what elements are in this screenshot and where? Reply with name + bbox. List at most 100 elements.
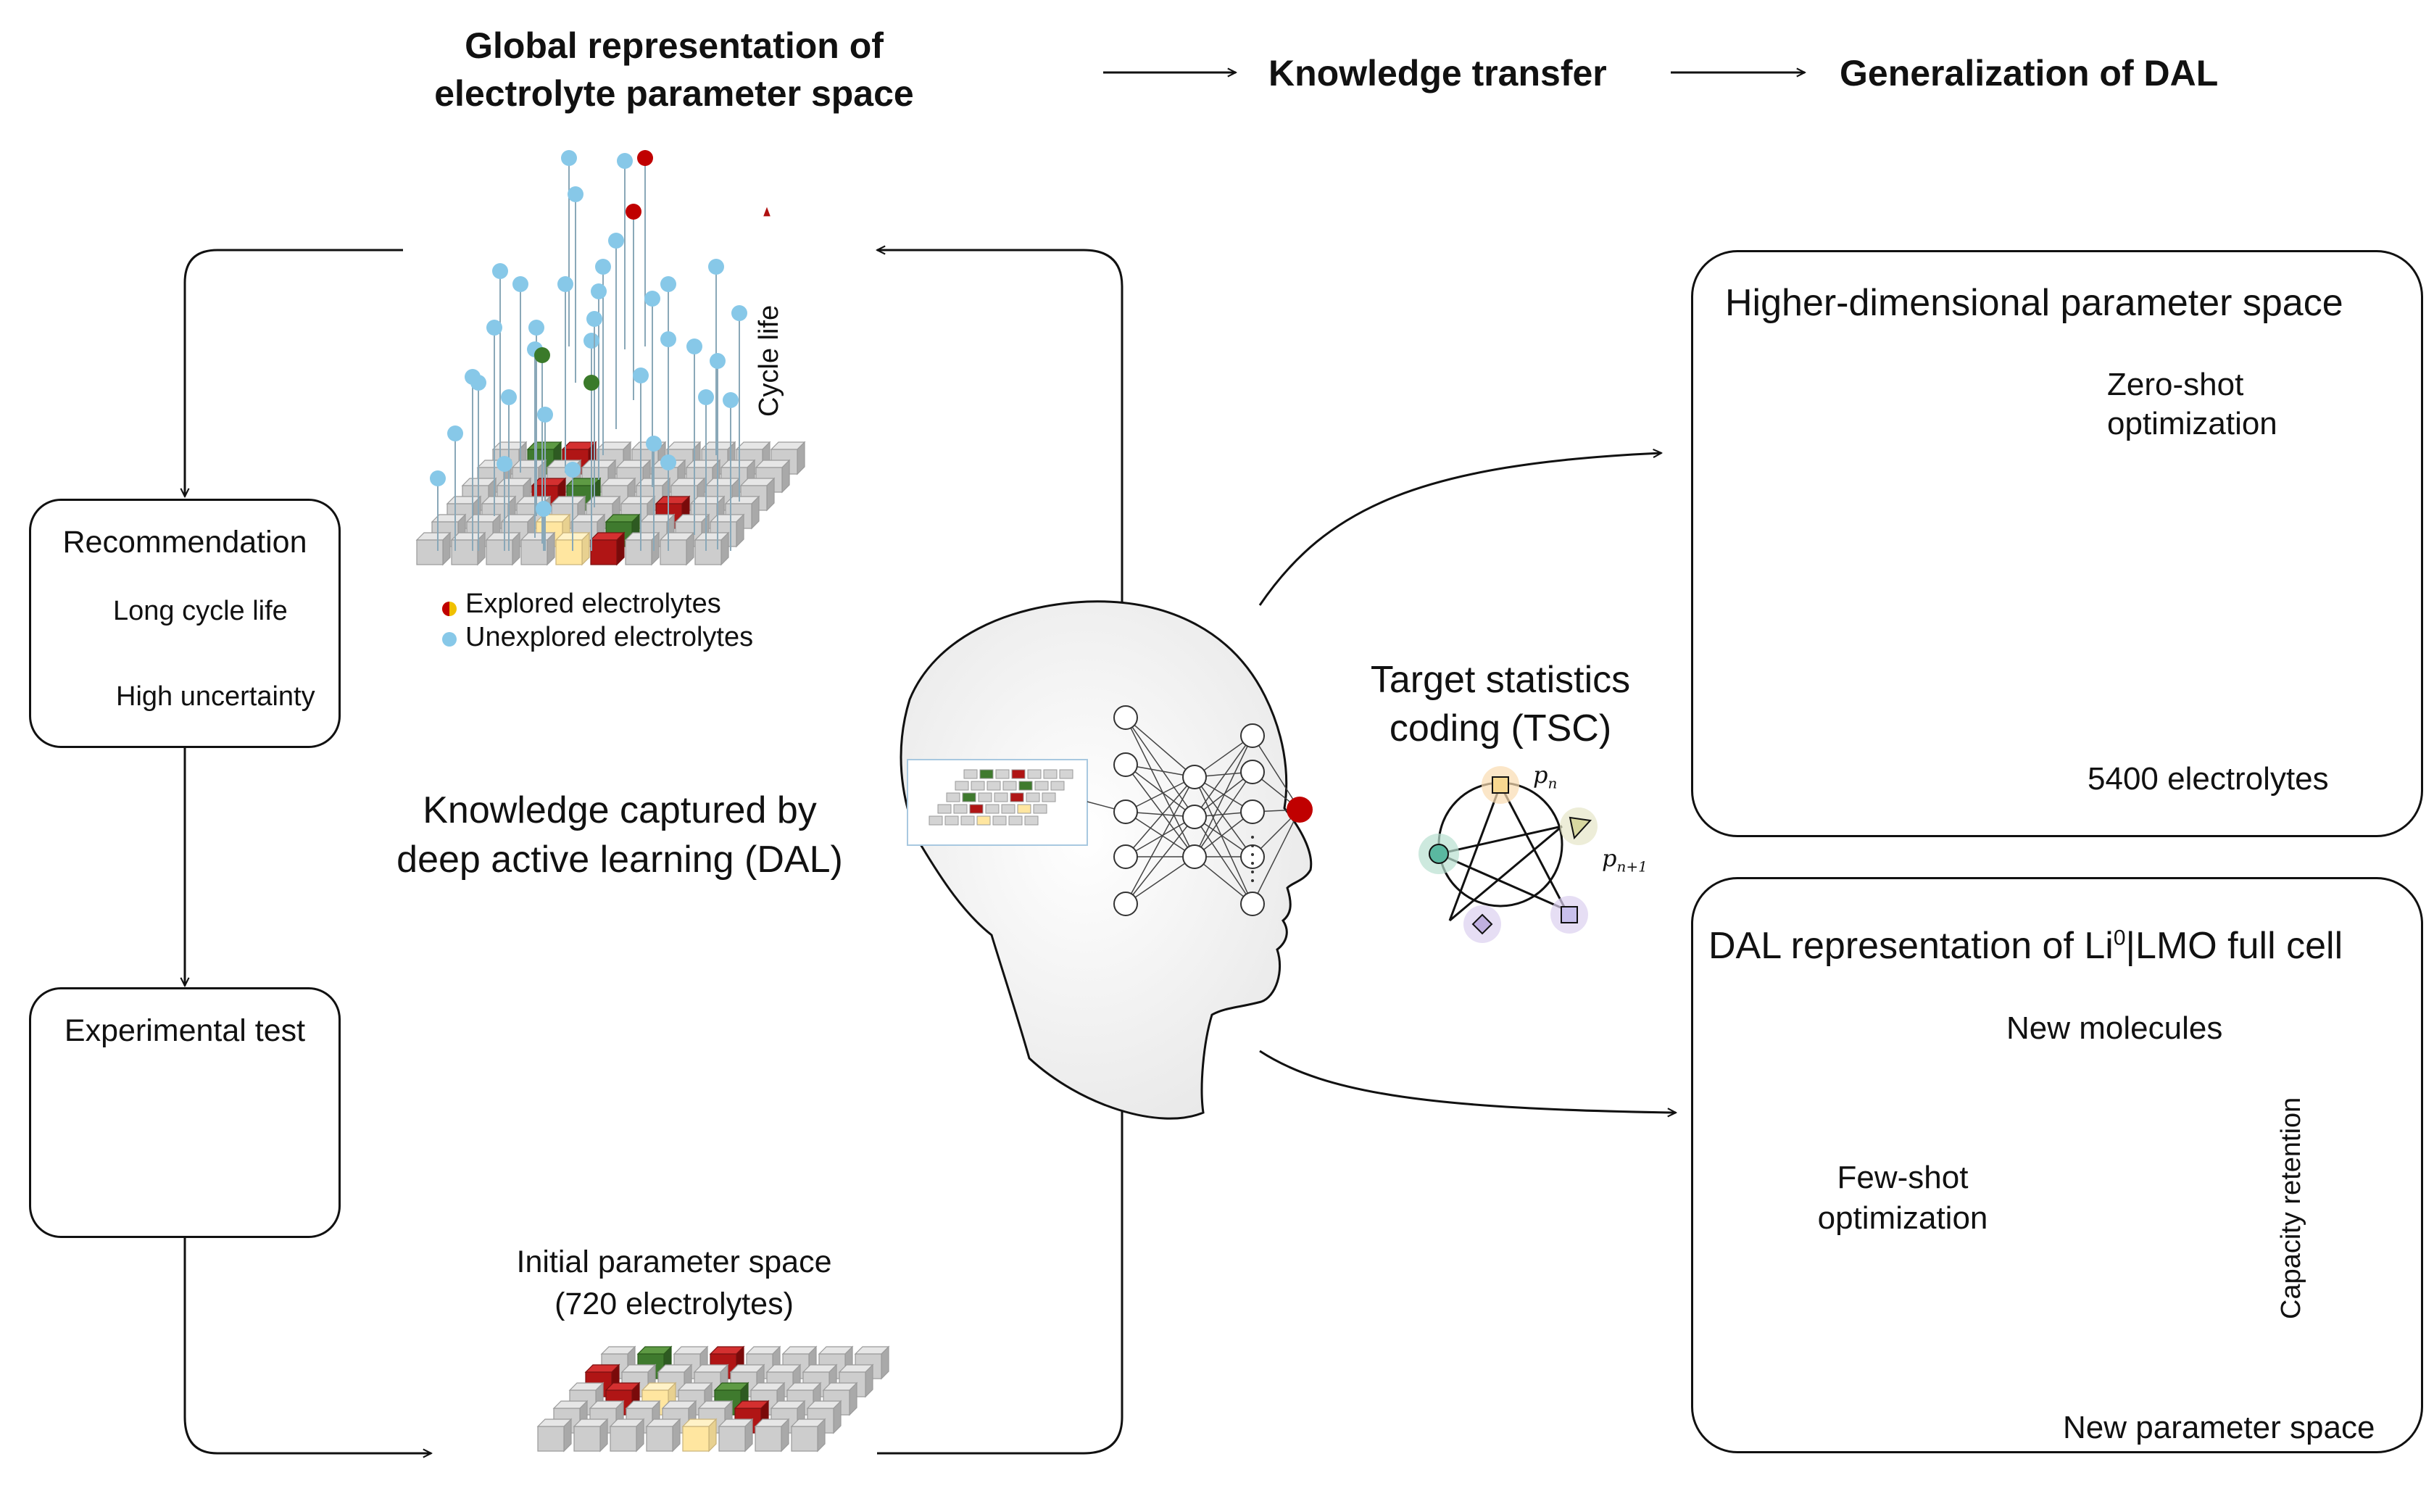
nn-edge [1125,816,1195,905]
head-grid-cube [946,792,960,802]
unexplored-electrolyte-icon [442,632,457,647]
tsc-node-pn1 [1561,906,1578,923]
nn-edge [1194,735,1253,857]
head-grid-cube [1050,781,1065,791]
global-point [583,375,599,391]
nn-ellipsis-dot [1251,836,1254,839]
head-grid-cube [971,781,985,791]
capacity-retention-label: Capacity retention [2276,1097,2306,1319]
global-point [686,338,702,354]
transfer-arrow-lower [1259,1050,1676,1113]
global-point [583,333,599,349]
initial-space-line2: (720 electrolytes) [554,1287,794,1321]
few-shot-line1: Few-shot [1837,1160,1969,1195]
head-grid-cube [1027,769,1042,779]
global-point [591,283,607,299]
head-grid-cube [937,804,952,814]
head-grid-cube [955,781,969,791]
initial-grid-cube [646,1418,681,1452]
global-point [565,462,581,478]
global-repr-title-line2: electrolyte parameter space [434,73,914,114]
head-grid-cube [1043,769,1058,779]
global-point [731,305,747,321]
legend-explored-label: Explored electrolytes [465,589,721,619]
neural-network [1087,705,1300,916]
knowledge-line2: deep active learning (DAL) [396,839,843,881]
global-point [617,153,633,169]
global-point [723,392,739,408]
head-grid-cube [929,815,943,826]
global-grid-cube [451,532,486,565]
tsc-pn-label: pn [1533,761,1558,792]
nn-edge [1252,809,1300,905]
global-point [486,320,502,336]
cycle-life-label: Cycle life [754,304,784,417]
global-point [537,407,553,423]
explored-electrolyte-icon-half [442,602,449,616]
head-grid-cube [1018,781,1033,791]
head-grid-cube [978,792,992,802]
head-grid-cube [963,769,978,779]
head-grid-cube [962,792,976,802]
few-shot-line2: optimization [1817,1200,1988,1236]
head-mini-grid [929,769,1073,826]
nn-node [1240,723,1265,748]
nn-node [1182,765,1207,789]
nn-ellipsis-dot [1251,853,1254,856]
global-point [626,204,641,220]
head-grid-cube [987,781,1001,791]
experimental-test-panel [29,987,341,1238]
global-grid-cube [416,532,451,565]
head-grid-cube [1011,769,1026,779]
nn-ellipsis-dot [1251,862,1254,865]
global-point [561,150,577,166]
head-grid-cube [994,792,1008,802]
initial-grid-cube [537,1418,572,1452]
nn-edge [1125,816,1195,857]
tsc-node-circle [1429,844,1449,864]
head-grid-cube [953,804,968,814]
nn-node [1113,705,1138,730]
nn-edge [1194,776,1253,905]
head-grid-cube [979,769,994,779]
global-point [637,150,653,166]
head-grid-cube [1017,804,1031,814]
nn-node [1240,799,1265,824]
head-grid-cube [1002,781,1017,791]
knowledge-transfer-label: Knowledge transfer [1268,53,1607,94]
nn-edge [1125,856,1195,905]
nn-ellipsis-dot [1251,879,1254,882]
global-repr-title-line1: Global representation of [465,25,884,66]
global-lollipops [430,150,747,551]
zero-shot-line2: optimization [2107,406,2277,441]
recommendation-high-uncertainty-label: High uncertainty [116,681,315,712]
global-point [708,259,724,275]
head-grid-cube [1024,815,1039,826]
loop-top-to-recommendation [185,249,403,497]
nn-ellipsis-dot [1251,844,1254,847]
new-space-label: New parameter space [2063,1410,2375,1445]
head-grid-cube [995,769,1010,779]
recommendation-panel [29,499,341,748]
nn-edge [1194,776,1253,857]
nn-edge [1125,764,1195,818]
output-node-icon [1287,797,1313,823]
head-grid-cube [1001,804,1015,814]
initial-grid-cube [610,1418,644,1452]
global-grid-cube [590,532,625,565]
global-point [492,263,508,279]
global-point [501,389,517,405]
tsc-node-diamond [1471,913,1493,935]
nn-edge [1194,771,1253,857]
global-cube-grid [416,441,805,565]
nn-edge [1125,717,1195,857]
legend-unexplored-label: Unexplored electrolytes [465,622,754,652]
initial-grid-cube [755,1418,789,1452]
nn-edge [1125,764,1195,857]
tsc-graph [1419,766,1598,943]
nn-node [1182,805,1207,829]
electrolyte-count-label: 5400 electrolytes [2088,761,2329,797]
nn-node [1113,752,1138,777]
head-grid-cube [1034,781,1049,791]
global-point [470,375,486,391]
